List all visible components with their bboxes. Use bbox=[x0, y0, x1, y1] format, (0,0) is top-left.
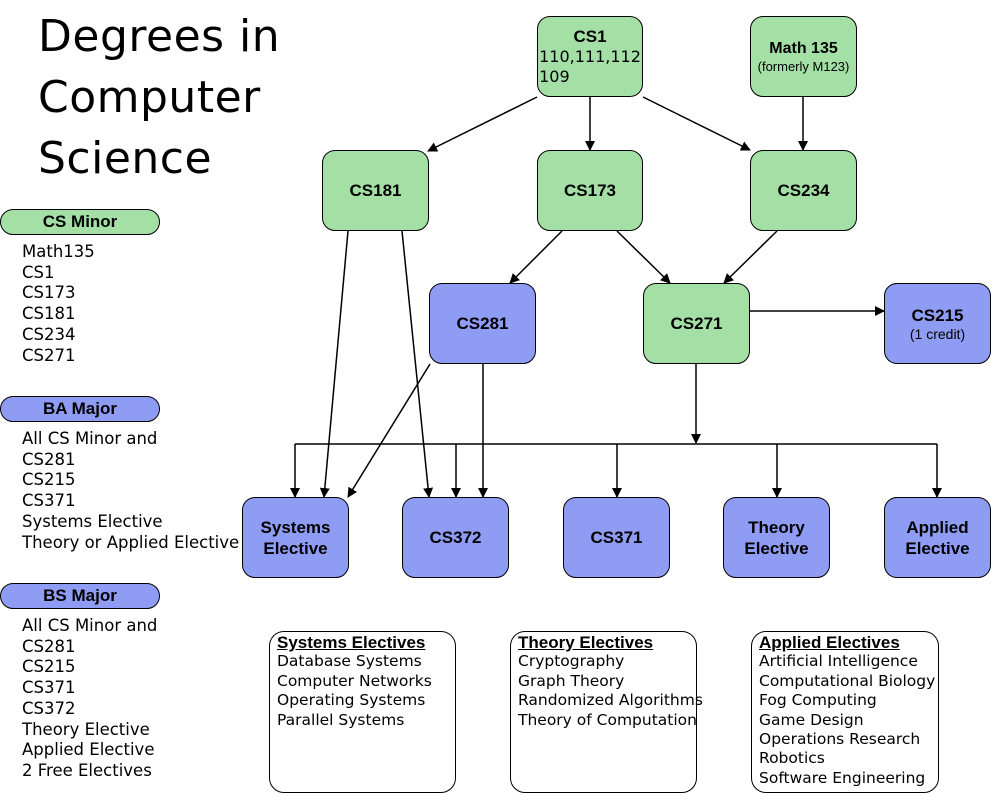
title-line: Computer bbox=[38, 72, 261, 123]
list-item: Computer Networks bbox=[277, 671, 432, 690]
ba-major-label: BA Major bbox=[43, 399, 117, 418]
course-cs173: CS173 bbox=[537, 150, 643, 231]
list-item: All CS Minor and bbox=[22, 429, 158, 448]
arrow-cs281-systems bbox=[347, 363, 431, 498]
course-label: CS372 bbox=[429, 528, 482, 547]
arrow-cs234-cs271 bbox=[723, 230, 778, 284]
list-item: Randomized Algorithms bbox=[518, 691, 703, 710]
course-cs1: CS1 110,111,112 109 bbox=[537, 16, 643, 97]
elective-header: Theory Electives bbox=[518, 633, 654, 652]
course-cs215: CS215 (1 credit) bbox=[884, 283, 991, 364]
list-item: Database Systems bbox=[277, 652, 422, 671]
list-item: CS281 bbox=[22, 636, 76, 656]
bs-major-list: All CS Minor and CS281 CS215 CS371 CS372… bbox=[22, 616, 157, 782]
course-label: Theory Elective bbox=[744, 517, 809, 558]
bs-major-label: BS Major bbox=[43, 586, 117, 605]
arrow-cs1-cs234 bbox=[642, 96, 751, 151]
list-item: CS271 bbox=[22, 345, 76, 365]
list-item: Theory of Computation bbox=[518, 710, 697, 729]
list-item: CS215 bbox=[22, 470, 76, 490]
course-label: Systems Elective bbox=[260, 517, 331, 558]
cs-minor-badge: CS Minor bbox=[0, 209, 160, 235]
course-label: CS215 bbox=[911, 306, 964, 325]
course-sub: (formerly M123) bbox=[757, 59, 850, 74]
list-item: Applied Elective bbox=[22, 740, 155, 760]
course-label: CS271 bbox=[670, 314, 723, 333]
list-item: Fog Computing bbox=[759, 691, 877, 710]
list-item: Robotics bbox=[759, 749, 825, 768]
course-sub: 110,111,112 109 bbox=[539, 47, 641, 86]
elective-header: Applied Electives bbox=[759, 633, 900, 652]
course-label: CS181 bbox=[349, 181, 402, 200]
list-item: Graph Theory bbox=[518, 671, 625, 690]
course-label: Math 135 bbox=[769, 40, 838, 57]
course-cs372: CS372 bbox=[402, 497, 509, 578]
course-cs371: CS371 bbox=[563, 497, 670, 578]
cs-minor-label: CS Minor bbox=[42, 212, 118, 231]
course-label: CS281 bbox=[456, 314, 509, 333]
arrow-cs1-cs181 bbox=[427, 96, 538, 152]
applied-electives-box: Applied Electives Artificial Intelligenc… bbox=[751, 631, 939, 793]
list-item: CS215 bbox=[22, 657, 76, 677]
list-item: Parallel Systems bbox=[277, 710, 405, 729]
list-item: Artificial Intelligence bbox=[759, 652, 918, 671]
arrow-cs173-cs271 bbox=[616, 230, 671, 284]
list-item: Math135 bbox=[22, 242, 95, 261]
systems-electives-box: Systems Electives Database Systems Compu… bbox=[269, 631, 456, 793]
list-item: Cryptography bbox=[518, 652, 625, 671]
course-cs234: CS234 bbox=[750, 150, 857, 231]
course-cs271: CS271 bbox=[643, 283, 750, 364]
course-label: CS1 bbox=[573, 27, 607, 46]
list-item: CS234 bbox=[22, 324, 76, 344]
list-item: CS173 bbox=[22, 283, 76, 303]
list-item: CS372 bbox=[22, 698, 76, 718]
ba-major-badge: BA Major bbox=[0, 396, 160, 422]
list-item: 2 Free Electives bbox=[22, 760, 152, 780]
list-item: Game Design bbox=[759, 710, 864, 729]
course-applied-elective: Applied Elective bbox=[884, 497, 991, 578]
theory-electives-box: Theory Electives Cryptography Graph Theo… bbox=[510, 631, 703, 793]
title-line: Degrees in bbox=[38, 11, 281, 62]
list-item: Operations Research bbox=[759, 730, 921, 749]
bs-major-badge: BS Major bbox=[0, 583, 160, 609]
list-item: Operating Systems bbox=[277, 691, 426, 710]
course-label: CS371 bbox=[590, 528, 643, 547]
course-cs181: CS181 bbox=[322, 150, 429, 231]
list-item: All CS Minor and bbox=[22, 616, 158, 635]
list-item: CS1 bbox=[22, 262, 55, 282]
course-label: CS234 bbox=[777, 181, 830, 200]
title-line: Science bbox=[38, 133, 213, 184]
ba-major-list: All CS Minor and CS281 CS215 CS371 Syste… bbox=[22, 429, 239, 553]
list-item: CS371 bbox=[22, 678, 76, 698]
list-item: Software Engineering bbox=[759, 768, 926, 787]
list-item: Theory Elective bbox=[22, 719, 150, 739]
course-math135: Math 135 (formerly M123) bbox=[750, 16, 857, 97]
list-item: Systems Elective bbox=[22, 511, 163, 531]
course-cs281: CS281 bbox=[429, 283, 536, 364]
course-label: CS173 bbox=[564, 181, 616, 200]
cs-minor-list: Math135 CS1 CS173 CS181 CS234 CS271 bbox=[22, 242, 95, 366]
elective-header: Systems Electives bbox=[277, 633, 426, 652]
list-item: Computational Biology bbox=[759, 671, 936, 690]
list-item: CS281 bbox=[22, 449, 76, 469]
list-item: CS181 bbox=[22, 304, 76, 324]
arrow-cs181-cs372 bbox=[401, 230, 434, 498]
course-theory-elective: Theory Elective bbox=[723, 497, 830, 578]
course-systems-elective: Systems Elective bbox=[242, 497, 349, 578]
list-item: CS371 bbox=[22, 491, 76, 511]
course-label: Applied Elective bbox=[905, 517, 970, 558]
arrow-cs181-systems bbox=[319, 230, 349, 498]
page-title: Degrees in Computer Science bbox=[38, 6, 298, 189]
course-sub: (1 credit) bbox=[909, 326, 966, 342]
list-item: Theory or Applied Elective bbox=[22, 532, 240, 552]
arrow-cs173-cs281 bbox=[509, 230, 563, 284]
